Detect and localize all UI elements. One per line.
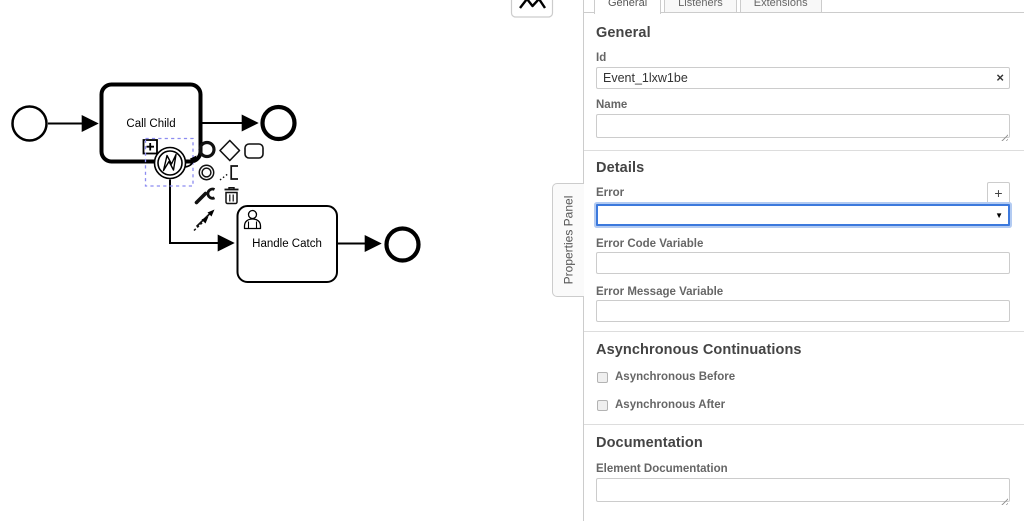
tab-extensions[interactable]: Extensions — [739, 0, 822, 13]
user-task-person-icon — [243, 209, 262, 230]
end-event-bottom[interactable] — [384, 226, 421, 263]
element-documentation-textarea[interactable] — [596, 478, 1010, 502]
append-intermediate-event-icon[interactable] — [198, 164, 215, 181]
append-end-event-icon[interactable] — [198, 140, 216, 159]
element-documentation-label: Element Documentation — [596, 463, 728, 475]
section-divider — [584, 331, 1024, 332]
async-after-checkbox[interactable] — [597, 399, 608, 411]
section-divider — [584, 150, 1024, 151]
diagram-svg: Call Child — [11, 0, 554, 283]
connect-arrow-icon[interactable] — [193, 209, 215, 232]
general-section-title: General — [596, 25, 651, 41]
error-select[interactable] — [596, 204, 1010, 226]
call-activity-label: Call Child — [126, 118, 175, 130]
delete-trash-icon[interactable] — [224, 187, 239, 205]
wave-tool-icon — [519, 0, 546, 9]
context-pad — [193, 139, 264, 232]
clear-id-icon[interactable]: × — [996, 70, 1004, 85]
append-task-icon[interactable] — [244, 143, 264, 159]
details-section-title: Details — [596, 160, 645, 176]
sequence-flow-boundary-to-handle-catch[interactable] — [169, 179, 235, 252]
bpmn-canvas[interactable]: Call Child — [0, 0, 583, 521]
error-icon — [162, 153, 177, 172]
user-task-label: Handle Catch — [252, 238, 322, 250]
id-input[interactable] — [596, 67, 1010, 89]
tab-general[interactable]: General — [594, 0, 662, 14]
user-task-handle-catch[interactable]: Handle Catch — [236, 205, 338, 283]
properties-content: General Id × Name Details Error + ▼ — [584, 25, 1024, 507]
properties-panel-toggle[interactable]: Properties Panel — [552, 183, 584, 297]
error-boundary-event[interactable] — [153, 146, 187, 180]
async-before-label: Asynchronous Before — [615, 371, 736, 383]
documentation-section-title: Documentation — [596, 435, 703, 451]
error-message-variable-input[interactable] — [596, 300, 1010, 322]
async-before-checkbox[interactable] — [597, 371, 608, 383]
properties-panel-toggle-label: Properties Panel — [561, 195, 576, 285]
toolbar-stub-button[interactable] — [510, 0, 554, 18]
id-label: Id — [596, 52, 607, 64]
async-after-label: Asynchronous After — [615, 399, 726, 411]
async-section-title: Asynchronous Continuations — [596, 342, 802, 358]
start-event[interactable] — [11, 105, 48, 142]
error-message-variable-label: Error Message Variable — [596, 286, 724, 298]
name-label: Name — [596, 99, 628, 111]
error-code-variable-label: Error Code Variable — [596, 238, 704, 250]
add-error-button[interactable]: + — [987, 182, 1010, 204]
tab-listeners[interactable]: Listeners — [664, 0, 737, 13]
call-activity-call-child[interactable]: Call Child — [99, 82, 203, 164]
name-textarea[interactable] — [596, 114, 1010, 138]
change-type-wrench-icon[interactable] — [194, 187, 216, 205]
end-event-top[interactable] — [260, 104, 297, 142]
error-code-variable-input[interactable] — [596, 252, 1010, 274]
section-divider — [584, 424, 1024, 425]
append-gateway-icon[interactable] — [219, 139, 241, 162]
append-text-annotation-icon[interactable] — [219, 165, 238, 181]
error-label: Error — [596, 187, 625, 199]
curved-connect-arrow-icon — [184, 155, 197, 168]
subprocess-plus-icon — [142, 139, 158, 155]
